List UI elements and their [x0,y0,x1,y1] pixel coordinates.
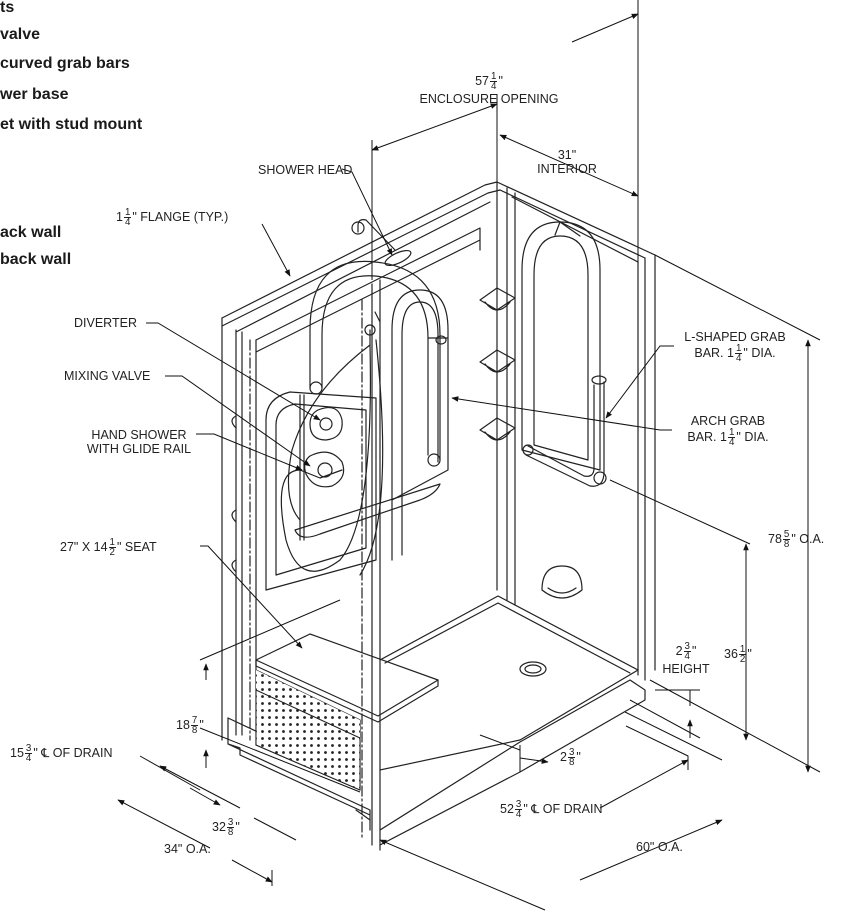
shower-head [384,249,412,267]
leader-arch-grab [451,396,672,431]
label-diverter: DIVERTER [74,316,137,330]
dim-drain-15 [139,755,220,805]
label-dim-60: 60" O.A. [636,840,683,854]
drain [519,661,547,677]
l-shaped-grab-bar [527,384,595,477]
right-top-flange [496,181,656,263]
label-hand-shower: HAND SHOWER WITH GLIDE RAIL [86,428,192,456]
back-arch-panel [391,289,449,561]
right-front-post [637,254,656,681]
leader-shower-head [341,168,393,256]
shower-head-arm [357,219,396,251]
left-return-wall [255,227,481,353]
hand-shower-hose [280,329,371,572]
feature-item: ack wall [0,224,62,241]
feature-item: valve [0,26,41,43]
dim-60-oa [379,839,546,911]
feature-item: wer base [0,86,69,103]
soap-dish [541,565,583,599]
back-corner [496,181,516,606]
feature-item: curved grab bars [0,55,130,72]
leader-seat [200,545,303,649]
leader-flange [261,223,291,277]
label-interior: 31" INTERIOR [537,148,597,176]
leader-diverter [146,322,321,421]
feature-item: ts [0,0,15,16]
corner-shelf [479,349,516,373]
leader-hand-shower [196,433,303,471]
dim-overall-height [649,254,821,773]
corner-shelf [479,417,516,441]
shower-base [379,595,639,741]
label-dim-34: 34" O.A. [164,842,211,856]
corner-shelf [479,287,516,311]
mixing-valve [304,451,345,488]
feature-item: et with stud mount [0,116,143,133]
leader-mixing-valve [165,375,311,467]
left-top-flange [221,181,501,333]
dim-interior [499,134,639,197]
leader-l-grab [605,345,674,419]
seat-shelf [294,483,441,538]
diverter [309,407,343,441]
arch-grab-bar [309,260,441,461]
dim-34-oa [117,799,211,849]
dim-enclosure-opening [371,103,498,151]
dim-seat-height-36 [609,479,751,545]
label-shower-head: SHOWER HEAD [258,163,353,177]
left-front-post [221,317,257,746]
label-mixing-valve: MIXING VALVE [64,369,151,383]
feature-item: back wall [0,251,72,268]
